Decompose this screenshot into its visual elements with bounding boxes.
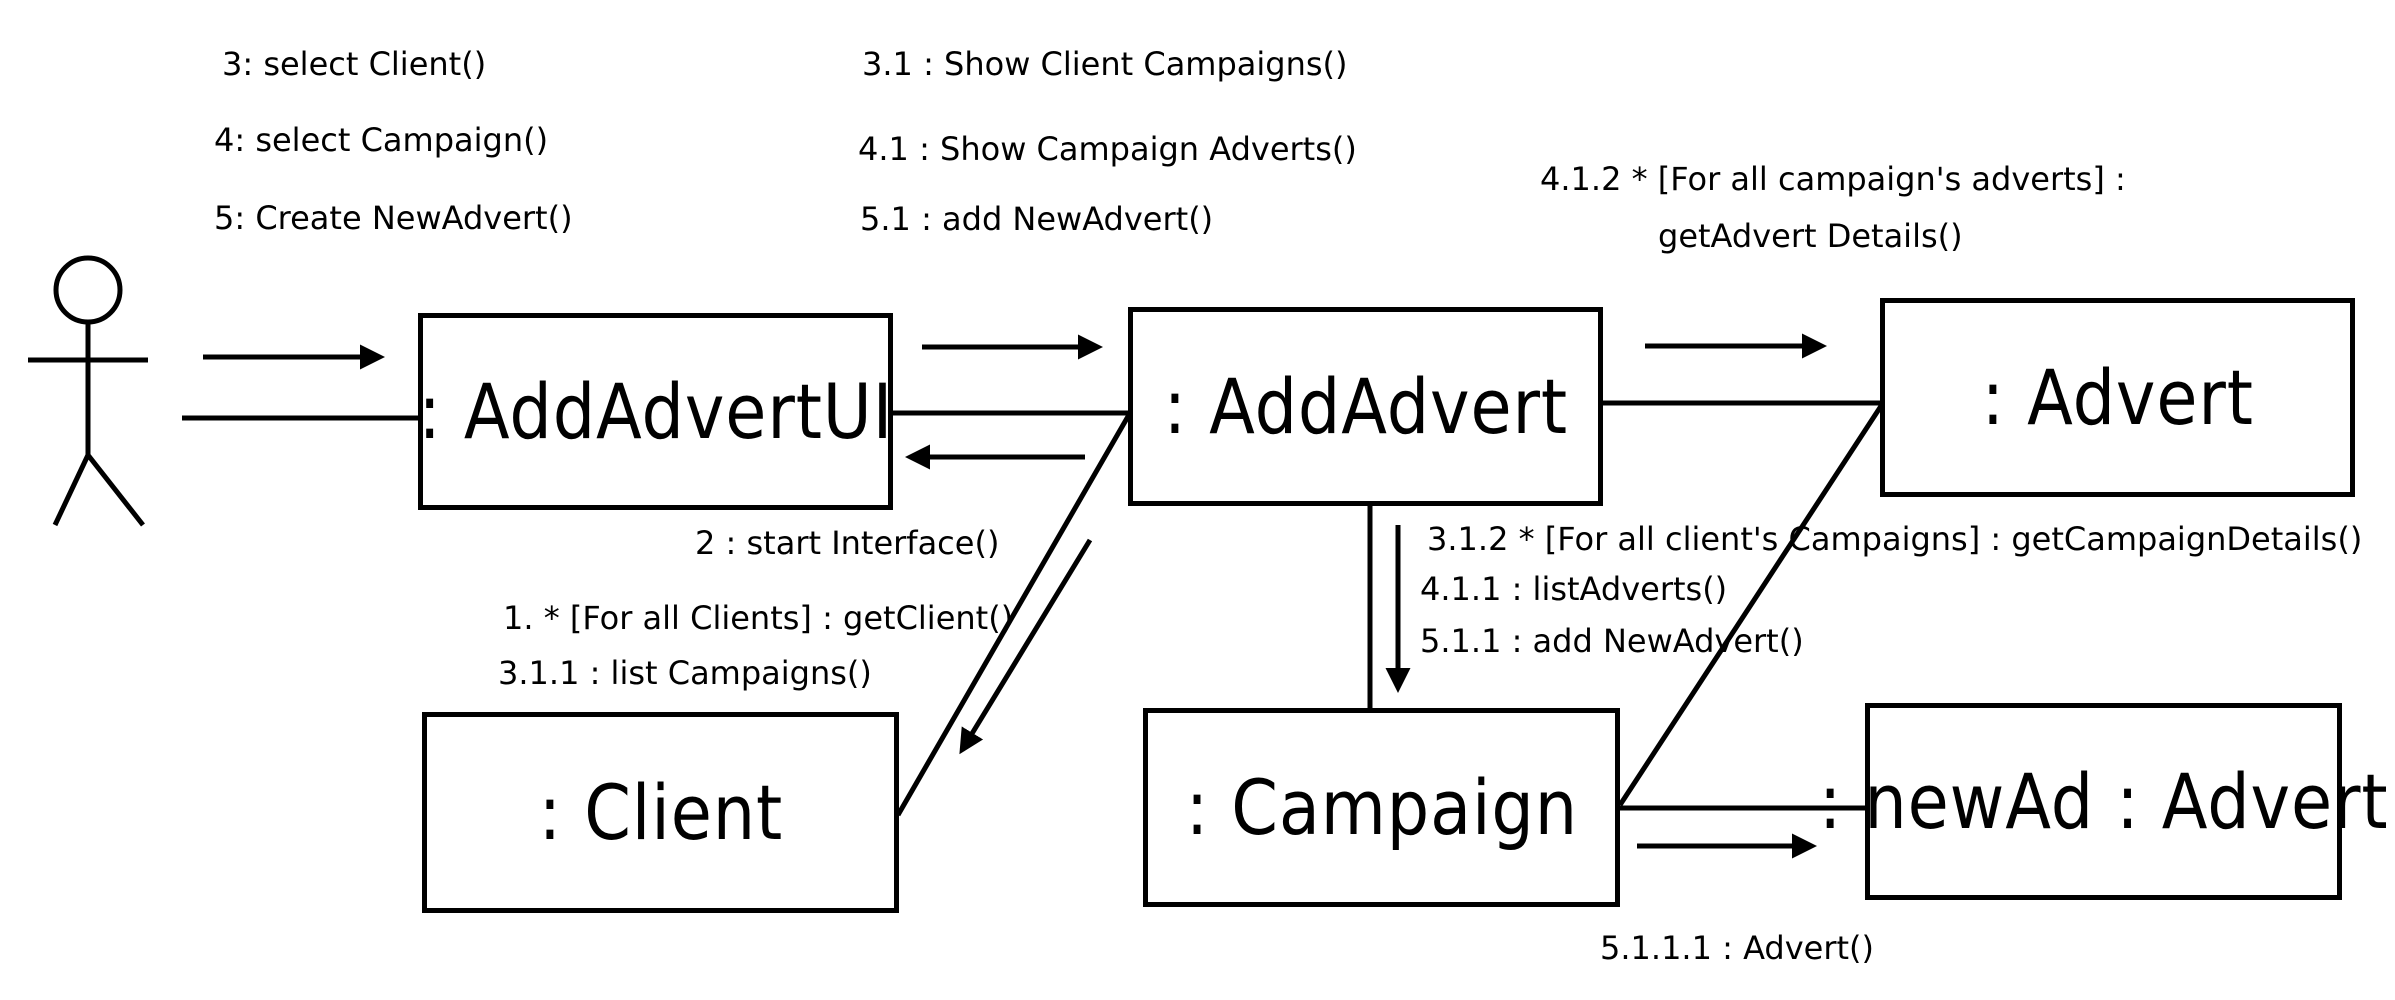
msg-control-advert-1: 4.1.2 * [For all campaign's adverts] : [1540, 160, 2126, 198]
msg-control-campaign-1: 3.1.2 * [For all client's Campaigns] : g… [1427, 520, 2363, 558]
object-label: : Campaign [1185, 763, 1578, 852]
msg-control-client-2: 3.1.1 : list Campaigns() [498, 654, 872, 692]
msg-ui-control-1: 3.1 : Show Client Campaigns() [862, 45, 1348, 83]
msg-actor-ui-1: 3: select Client() [222, 45, 487, 83]
object-label: : AddAdvertUI [418, 367, 893, 456]
object-advert: : Advert [1880, 298, 2355, 497]
link-campaign-advert [1617, 401, 1886, 807]
object-new-advert: : newAd : Advert [1819, 703, 2387, 900]
object-add-advert: : AddAdvert [1128, 307, 1603, 506]
msg-ui-control-2: 4.1 : Show Campaign Adverts() [858, 130, 1357, 168]
link-control-client [895, 411, 1133, 817]
msg-control-ui: 2 : start Interface() [695, 524, 1000, 562]
msg-control-client-1: 1. * [For all Clients] : getClient() [503, 599, 1014, 637]
msg-ui-control-3: 5.1 : add NewAdvert() [860, 200, 1214, 238]
msg-control-campaign-3: 5.1.1 : add NewAdvert() [1420, 622, 1804, 660]
object-label: : AddAdvert [1163, 362, 1568, 451]
actor-stick-figure [28, 255, 148, 527]
msg-campaign-newad: 5.1.1.1 : Advert() [1600, 929, 1875, 967]
object-label: : Client [538, 768, 783, 857]
msg-actor-ui-3: 5: Create NewAdvert() [214, 199, 573, 237]
object-client: : Client [422, 712, 899, 913]
object-label: : Advert [1981, 353, 2254, 442]
msg-control-campaign-2: 4.1.1 : listAdverts() [1420, 570, 1728, 608]
object-campaign: : Campaign [1143, 708, 1620, 907]
object-label: : newAd : Advert [1818, 757, 2389, 846]
msg-actor-ui-2: 4: select Campaign() [214, 121, 549, 159]
msg-control-advert-2: getAdvert Details() [1658, 217, 1963, 255]
arrow-control-to-client [959, 538, 1093, 755]
object-add-advert-ui: : AddAdvertUI [418, 313, 893, 510]
